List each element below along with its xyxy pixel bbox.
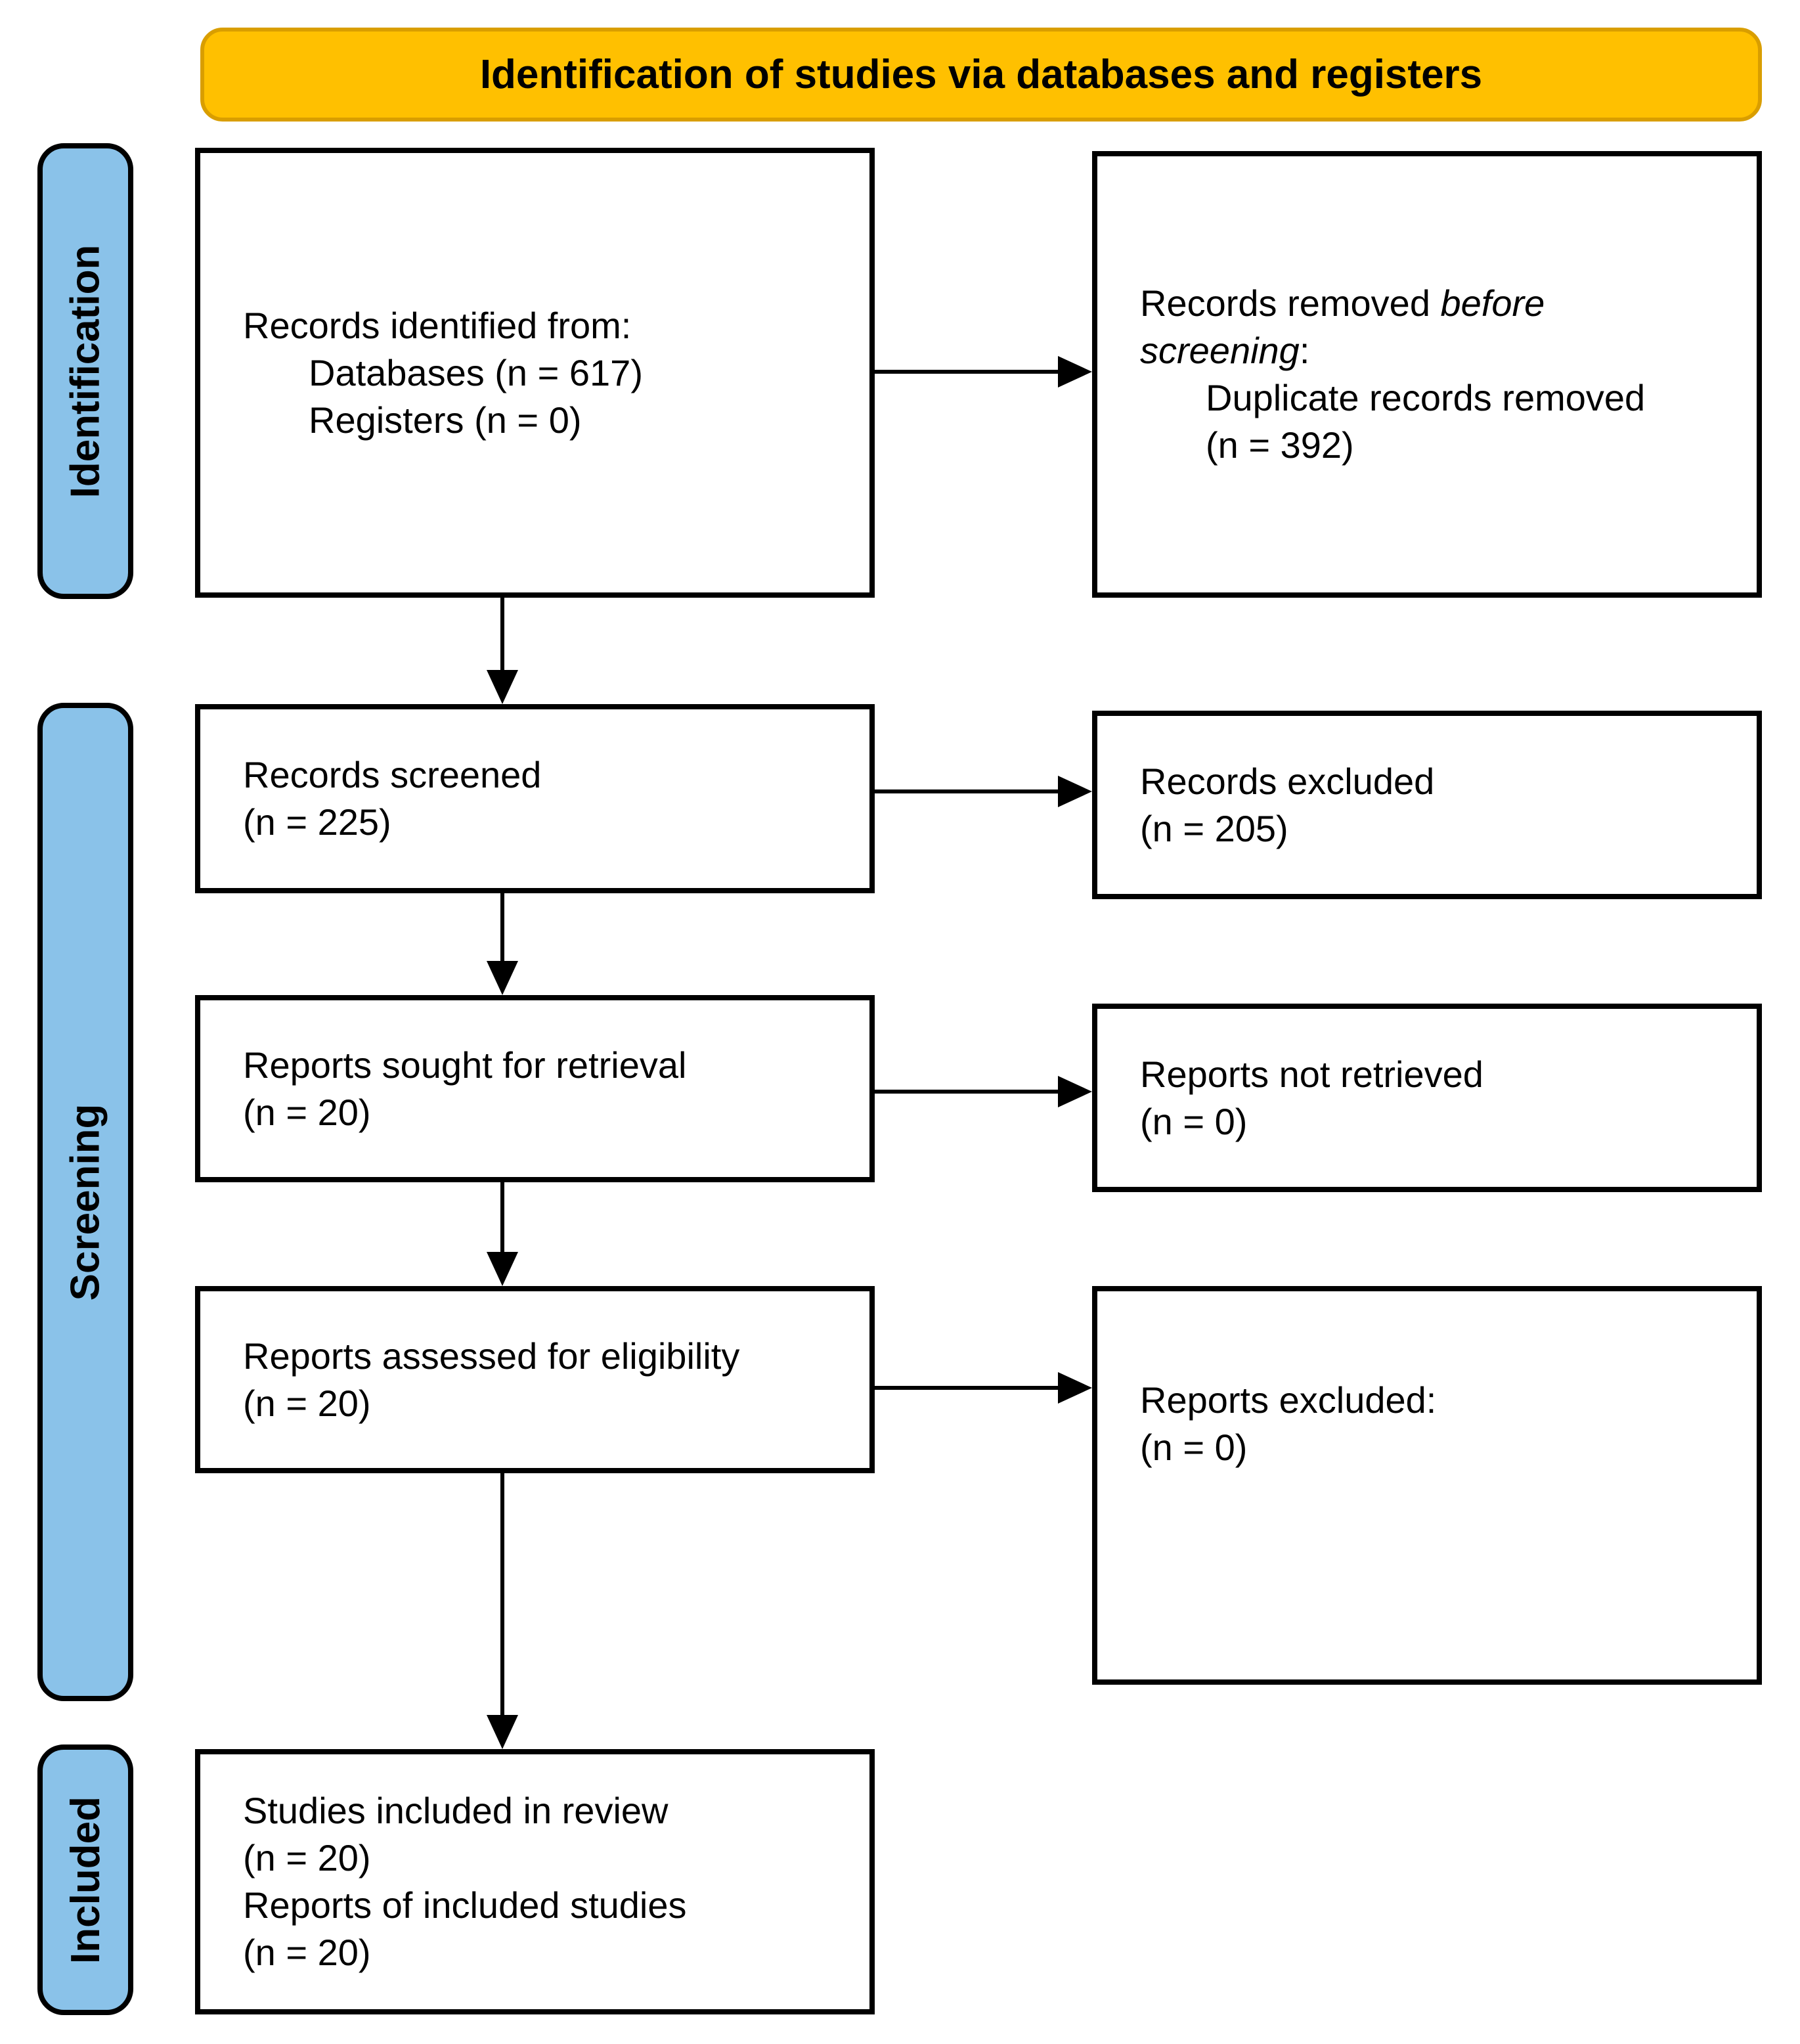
box-text-line: (n = 20): [243, 1837, 371, 1878]
box-text-segment: :: [1299, 330, 1310, 371]
arrow-screened-to-excluded-line: [875, 789, 1058, 793]
box-text-line: (n = 205): [1140, 807, 1288, 849]
box-text-line: Records identified from:: [243, 304, 632, 346]
box-records-screened: Records screened (n = 225): [195, 704, 875, 893]
box-text-line: Records screened: [243, 754, 542, 795]
box-text-line: Reports assessed for eligibility: [243, 1335, 740, 1377]
arrow-identified-to-screened-head: [487, 670, 518, 704]
box-text-segment-italic: before: [1440, 282, 1545, 324]
arrow-assessed-to-included-line: [500, 1473, 504, 1715]
arrow-sought-to-not-retrieved-head: [1058, 1076, 1092, 1107]
box-text-line: Reports not retrieved: [1140, 1053, 1483, 1095]
box-reports-excluded: Reports excluded: (n = 0): [1092, 1286, 1762, 1685]
arrow-screened-to-excluded-head: [1058, 776, 1092, 807]
box-text-line: Databases (n = 617): [309, 351, 643, 393]
box-text-line: (n = 0): [1140, 1427, 1248, 1468]
arrow-assessed-to-reports-excluded-line: [875, 1386, 1058, 1390]
sidebar-screening-label: Screening: [62, 1103, 108, 1300]
box-text-line: Reports of included studies: [243, 1884, 687, 1926]
box-text-line: Duplicate records removed: [1206, 377, 1646, 418]
box-text-line: screening:: [1140, 327, 1730, 374]
box-text-line: (n = 20): [243, 1932, 371, 1973]
box-text-segment-italic: screening: [1140, 330, 1300, 371]
arrow-assessed-to-reports-excluded-head: [1058, 1372, 1092, 1404]
box-text-line: Records excluded: [1140, 760, 1435, 802]
sidebar-identification: Identification: [37, 143, 133, 599]
box-text-line: Reports excluded:: [1140, 1379, 1437, 1421]
arrow-sought-to-assessed-head: [487, 1252, 518, 1286]
box-text-line: (n = 225): [243, 801, 391, 843]
sidebar-identification-label: Identification: [62, 244, 108, 498]
box-records-identified: Records identified from: Databases (n = …: [195, 148, 875, 598]
box-text-line: (n = 20): [243, 1382, 371, 1424]
box-text-line: (n = 0): [1140, 1100, 1248, 1142]
box-reports-sought: Reports sought for retrieval (n = 20): [195, 995, 875, 1182]
arrow-sought-to-assessed-line: [500, 1182, 504, 1252]
arrow-identified-to-screened-line: [500, 598, 504, 670]
box-text-segment: Records removed: [1140, 282, 1441, 324]
banner-title: Identification of studies via databases …: [479, 52, 1483, 97]
arrow-identified-to-removed-line: [875, 370, 1058, 374]
box-text-line: Registers (n = 0): [309, 399, 582, 441]
sidebar-screening: Screening: [37, 703, 133, 1701]
arrow-assessed-to-included-head: [487, 1715, 518, 1749]
box-records-excluded: Records excluded (n = 205): [1092, 711, 1762, 899]
sidebar-included-label: Included: [62, 1796, 108, 1964]
box-text-line: (n = 20): [243, 1091, 371, 1133]
box-text-line: Records removed before: [1140, 280, 1730, 327]
box-text-line: Reports sought for retrieval: [243, 1044, 687, 1086]
arrow-identified-to-removed-head: [1058, 356, 1092, 388]
box-studies-included: Studies included in review (n = 20) Repo…: [195, 1749, 875, 2014]
box-text-line: (n = 392): [1206, 424, 1354, 466]
box-reports-not-retrieved: Reports not retrieved (n = 0): [1092, 1004, 1762, 1192]
box-reports-assessed: Reports assessed for eligibility (n = 20…: [195, 1286, 875, 1473]
arrow-screened-to-sought-head: [487, 961, 518, 995]
arrow-sought-to-not-retrieved-line: [875, 1090, 1058, 1094]
banner: Identification of studies via databases …: [200, 28, 1762, 122]
arrow-screened-to-sought-line: [500, 893, 504, 961]
box-text-line: Studies included in review: [243, 1790, 669, 1831]
box-records-removed: Records removed before screening: Duplic…: [1092, 151, 1762, 598]
sidebar-included: Included: [37, 1744, 133, 2015]
